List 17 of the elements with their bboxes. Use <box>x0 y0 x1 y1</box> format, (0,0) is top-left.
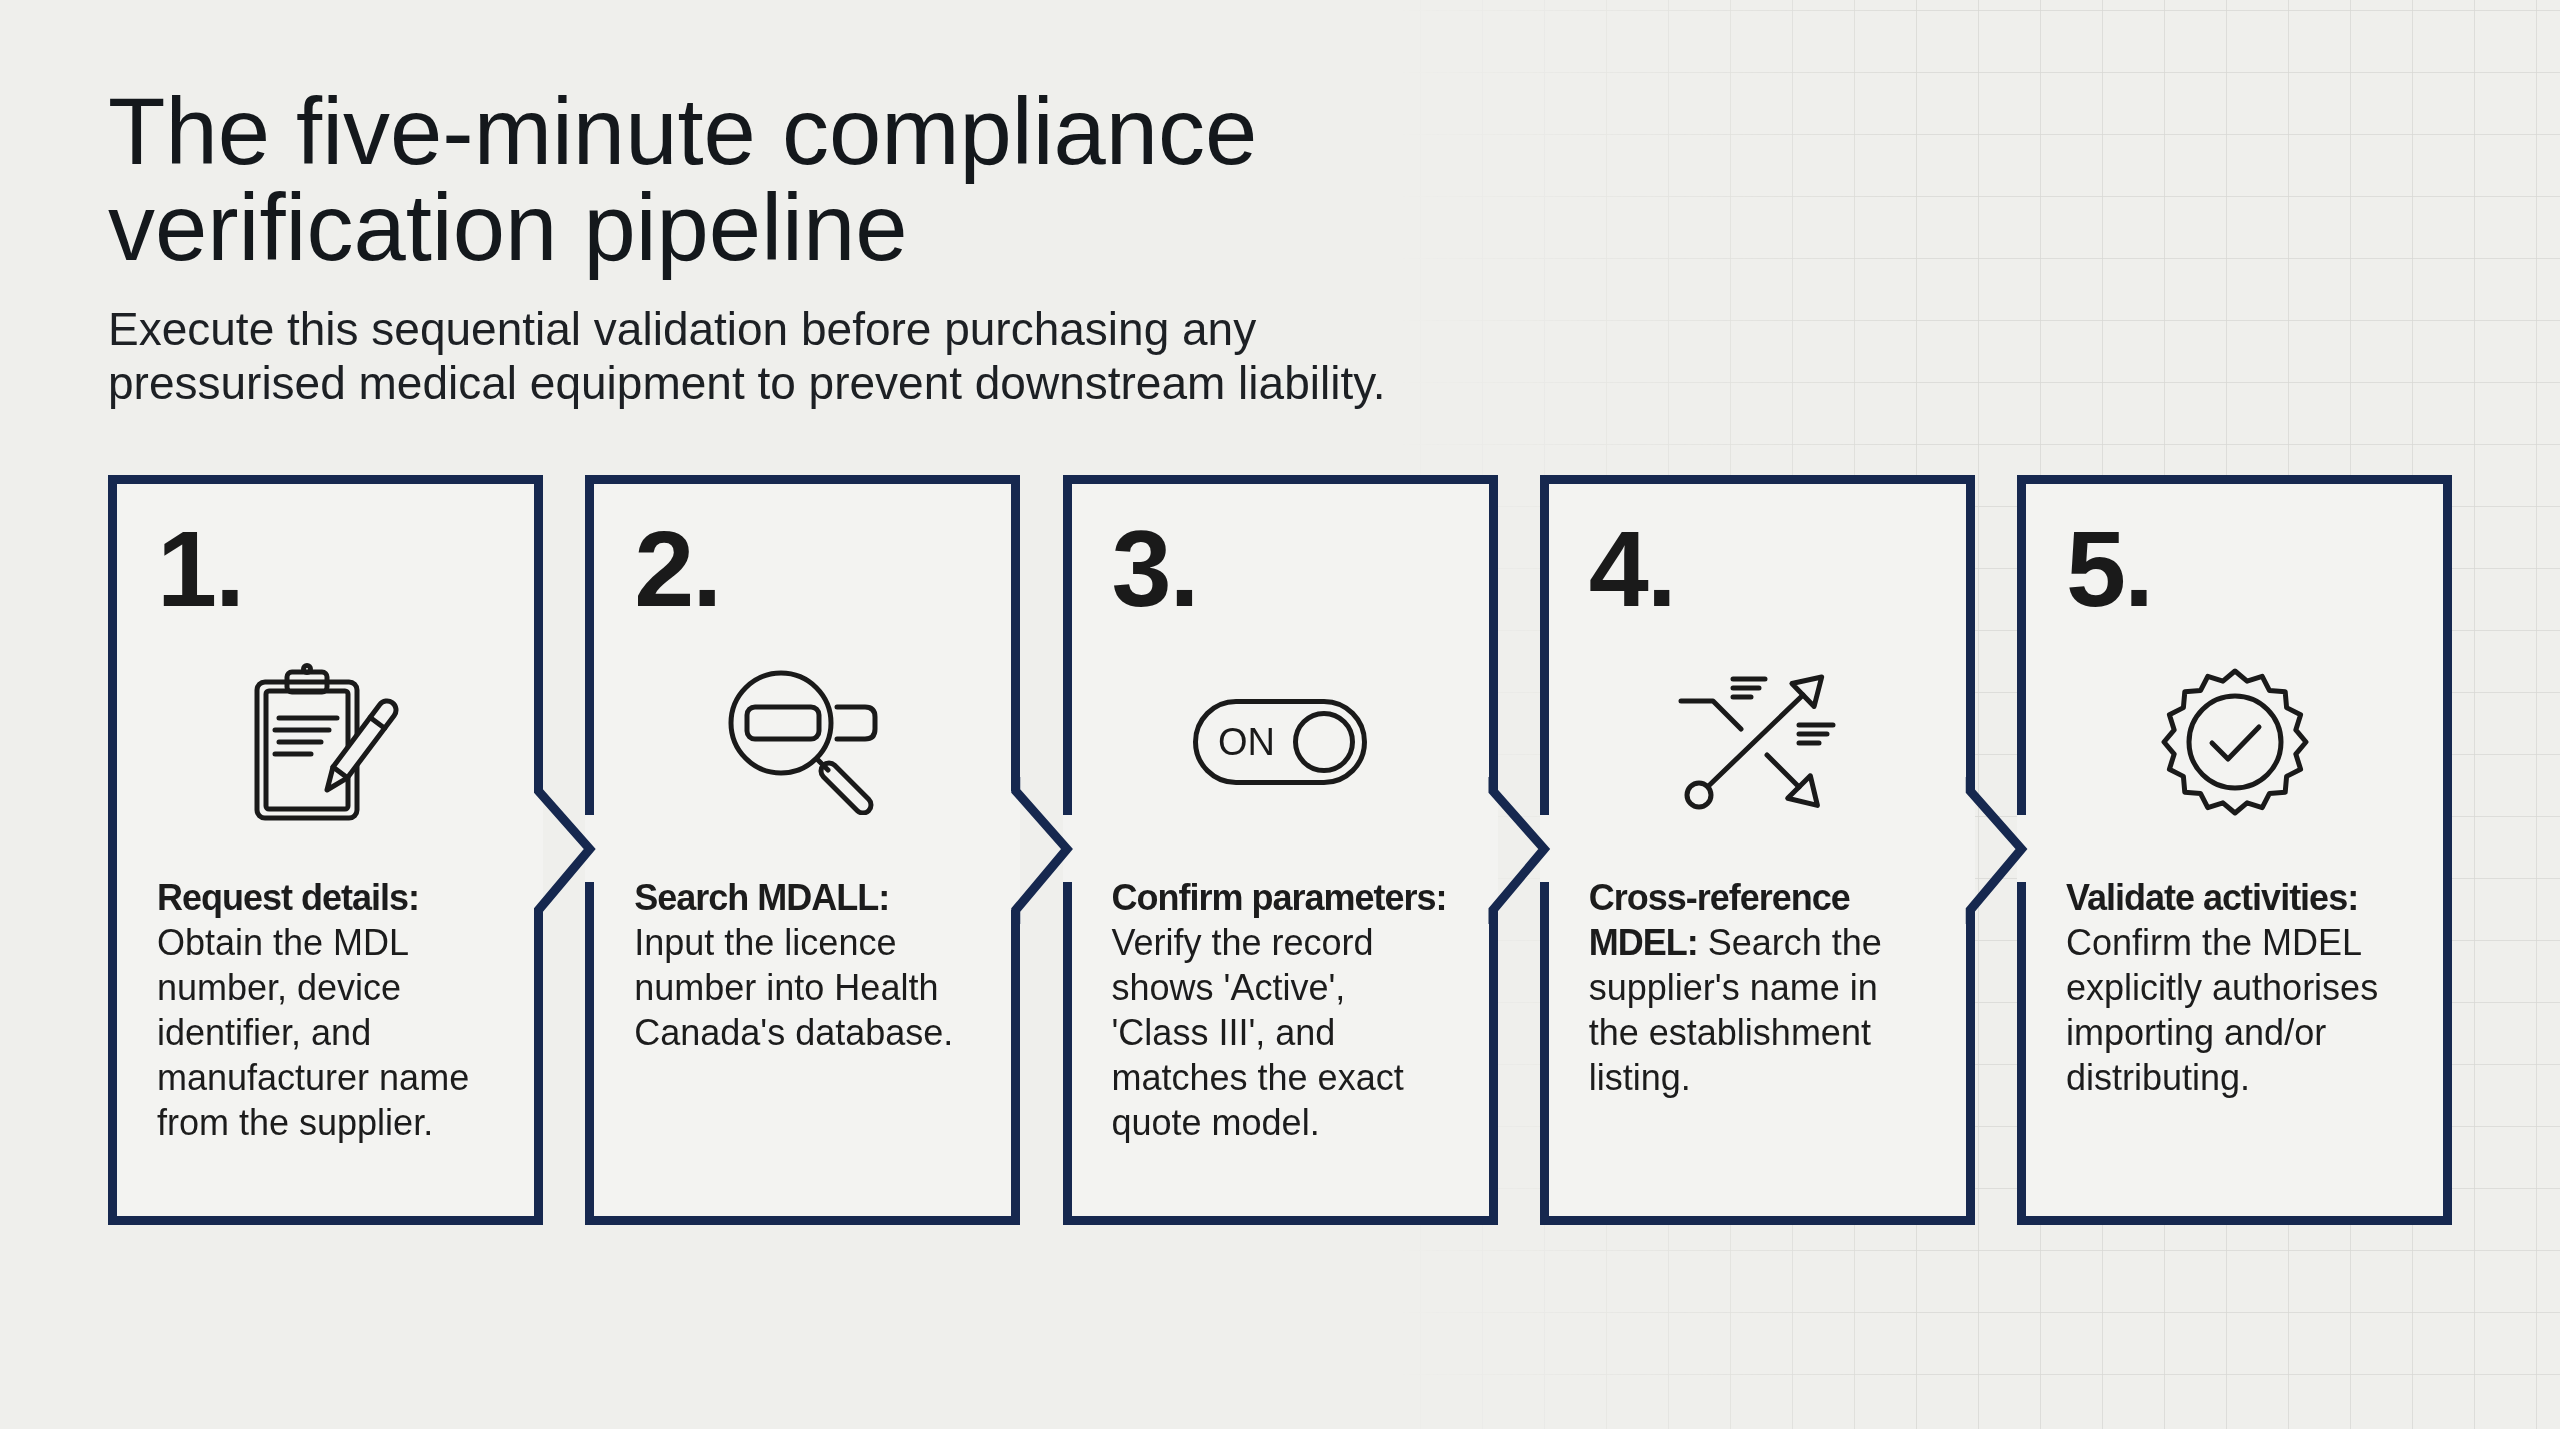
step-description: Search MDALL: Input the licence number into Health Canada's database. <box>634 876 955 1055</box>
step-description: Confirm parameters: Verify the record shows 'Active', 'Class III', and matches the exact quote model. <box>1111 876 1448 1145</box>
subtitle: Execute this sequential validation before purchasing any pressurised medical equipment to prevent downstream liability. <box>108 302 1387 410</box>
step-panel <box>108 475 543 1225</box>
step-number: 3. <box>1111 515 1198 623</box>
step-description: Validate activities: Confirm the MDEL explicitly authorises importing and/or distributing. <box>2066 876 2380 1100</box>
step-panel <box>2017 475 2452 1225</box>
step-number: 2. <box>634 515 721 623</box>
step-panel <box>585 475 1021 1225</box>
step-description: Cross-reference MDEL: Search the supplier's name in the establishment listing. <box>1588 876 1883 1100</box>
step-number: 1. <box>157 515 244 623</box>
step-description: Request details: Obtain the MDL number, device identifier, and manufacturer name from the supplier. <box>157 876 471 1145</box>
step-number: 4. <box>1588 515 1675 623</box>
toggle-switch: ON <box>1193 699 1367 785</box>
step-panel <box>1539 475 1975 1225</box>
step-panel <box>1062 475 1498 1225</box>
step-number: 5. <box>2066 515 2153 623</box>
